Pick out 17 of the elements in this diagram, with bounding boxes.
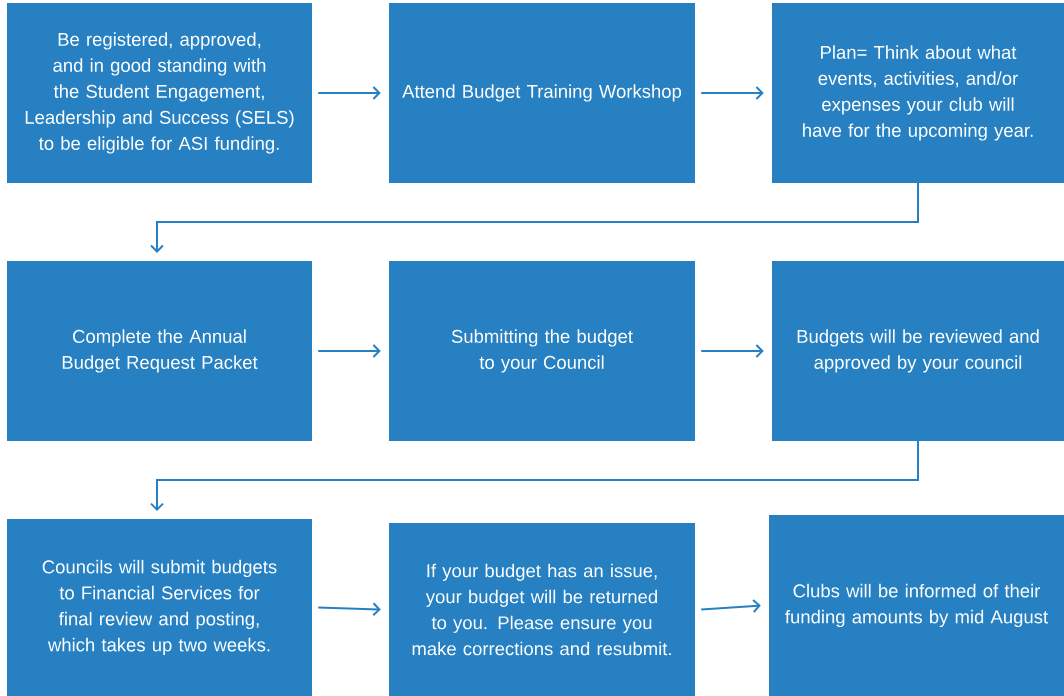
process-box: If your budget has an issue, your budget will be returned to you. Please ensure you make corrections and resubmit. (389, 523, 695, 696)
arrow (150, 182, 919, 253)
process-box: Clubs will be informed of their funding amounts by mid August (769, 515, 1064, 696)
process-box: Be registered, approved, and in good standing with the Student Engagement, Leadership and Success (SELS) to be eligible for ASI funding. (7, 3, 312, 183)
arrow (317, 602, 381, 617)
arrow (700, 86, 764, 100)
arrow (150, 440, 919, 511)
arrow (700, 344, 764, 358)
process-box: Plan= Think about what events, activities, and/or expenses your club will have for the upcoming year. (772, 3, 1064, 183)
process-box: Attend Budget Training Workshop (389, 3, 695, 183)
process-box: Budgets will be reviewed and approved by your council (772, 261, 1064, 441)
process-box: Councils will submit budgets to Financial Services for final review and posting, which takes up two weeks. (7, 519, 312, 696)
arrow (700, 599, 761, 613)
process-box: Submitting the budget to your Council (389, 261, 695, 441)
arrow (317, 86, 381, 100)
arrow (317, 344, 381, 358)
process-box: Complete the Annual Budget Request Packet (7, 261, 312, 441)
